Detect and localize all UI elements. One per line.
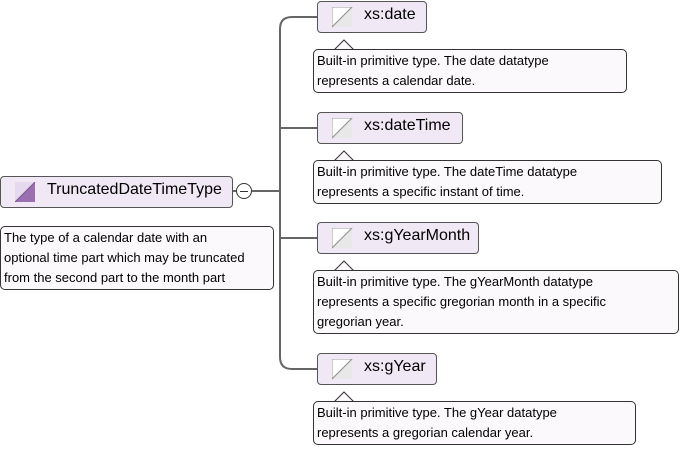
type-label: xs:dateTime <box>364 117 451 134</box>
doc-line: represents a gregorian calendar year. <box>317 425 534 440</box>
root-type-box[interactable]: TruncatedDateTimeType <box>0 176 233 208</box>
simple-type-icon <box>332 118 353 139</box>
type-label: xs:date <box>364 6 416 23</box>
type-label: xs:gYear <box>364 358 426 375</box>
doc-xs-date: Built-in primitive type. The date dataty… <box>313 49 627 93</box>
doc-line: from the second part to the month part <box>4 270 226 285</box>
type-box-xs-datetime[interactable]: xs:dateTime <box>317 112 463 144</box>
simple-type-icon <box>332 7 353 28</box>
doc-xs-gyearmonth: Built-in primitive type. The gYearMonth … <box>313 270 679 334</box>
doc-line: Built-in primitive type. The gYear datat… <box>317 405 557 420</box>
doc-xs-datetime: Built-in primitive type. The dateTime da… <box>313 160 662 204</box>
doc-xs-gyear: Built-in primitive type. The gYear datat… <box>313 401 636 445</box>
simple-type-icon <box>332 359 353 380</box>
doc-line: gregorian year. <box>317 314 404 329</box>
doc-line: The type of a calendar date with an <box>4 230 208 245</box>
type-box-xs-gyear[interactable]: xs:gYear <box>317 353 437 385</box>
type-label: xs:gYearMonth <box>364 227 471 244</box>
simple-type-icon <box>332 228 353 249</box>
collapse-toggle-icon[interactable] <box>236 183 252 199</box>
doc-line: Built-in primitive type. The dateTime da… <box>317 164 578 179</box>
root-documentation: The type of a calendar date with an opti… <box>0 226 274 290</box>
doc-line: Built-in primitive type. The gYearMonth … <box>317 274 594 289</box>
doc-line: represents a calendar date. <box>317 73 476 88</box>
complex-type-icon <box>15 182 36 203</box>
doc-line: optional time part which may be truncate… <box>4 250 245 265</box>
root-type-label: TruncatedDateTimeType <box>47 181 222 198</box>
doc-line: represents a specific instant of time. <box>317 184 525 199</box>
type-box-xs-date[interactable]: xs:date <box>317 1 427 33</box>
doc-line: Built-in primitive type. The date dataty… <box>317 53 549 68</box>
type-box-xs-gyearmonth[interactable]: xs:gYearMonth <box>317 222 479 254</box>
doc-line: represents a specific gregorian month in… <box>317 294 607 309</box>
